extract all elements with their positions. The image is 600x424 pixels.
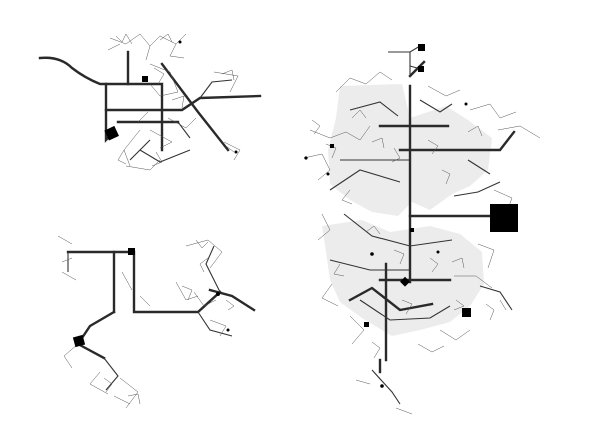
node-dot <box>370 252 374 256</box>
node-square <box>104 125 119 141</box>
node-dot <box>464 102 468 106</box>
node-dot <box>380 384 384 388</box>
node-square <box>330 144 334 148</box>
node-square <box>462 308 471 317</box>
node-dot <box>304 156 308 160</box>
node-dot <box>436 250 440 254</box>
node-square <box>410 228 414 232</box>
node-dot <box>234 150 238 154</box>
network-top-left <box>38 33 262 171</box>
node-dot <box>226 328 230 332</box>
node-square-large <box>490 204 518 232</box>
node-dot <box>326 172 330 176</box>
node-dot <box>178 40 182 44</box>
network-right <box>303 44 541 415</box>
node-square <box>418 66 424 72</box>
node-dot <box>216 292 220 296</box>
node-square <box>72 334 86 348</box>
network-bottom-left <box>57 235 256 409</box>
node-square <box>418 44 425 51</box>
node-square <box>364 322 369 327</box>
node-square <box>400 276 410 287</box>
node-square <box>142 76 148 82</box>
node-square <box>128 248 135 255</box>
